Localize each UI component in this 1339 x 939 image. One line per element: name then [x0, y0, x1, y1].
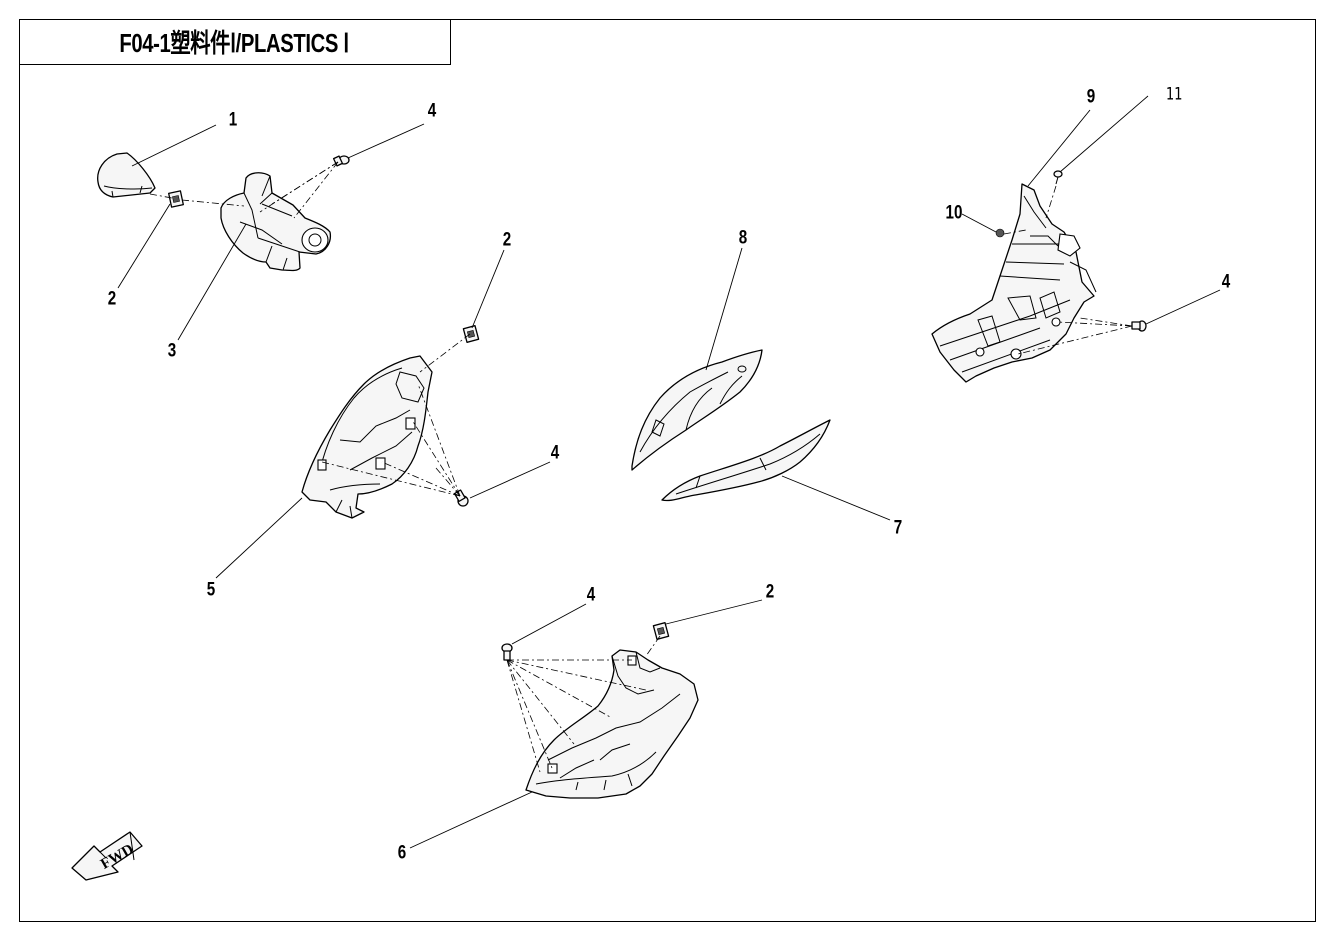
- assembly-lines: [149, 161, 1133, 773]
- callout-4-top: 4: [427, 100, 437, 122]
- part-9-rear-bracket: [931, 183, 1097, 383]
- diagram-title: F04-1塑料件Ⅰ/PLASTICS Ⅰ: [119, 28, 350, 58]
- callout-1: 1: [228, 109, 238, 131]
- callout-4-bottom: 4: [586, 584, 596, 606]
- callout-2-middle: 2: [502, 229, 512, 251]
- callout-9: 9: [1086, 86, 1096, 108]
- part-11-screw: [1053, 170, 1063, 185]
- leader-lines: [117, 95, 1221, 849]
- part-1-cover: [97, 152, 156, 198]
- fwd-arrow-icon: FWD: [71, 831, 143, 881]
- part-2-clip-c: [652, 622, 670, 640]
- part-4-screw-d: [501, 643, 513, 661]
- callout-8: 8: [738, 227, 748, 249]
- part-4-screw-a: [332, 155, 350, 167]
- callout-10: 10: [945, 202, 963, 224]
- part-7-trim-strip: [661, 419, 831, 502]
- callout-11: 11: [1165, 84, 1183, 105]
- part-2-clip-a: [168, 190, 184, 208]
- part-5-inner-panel: [301, 355, 433, 519]
- part-4-screw-c: [1131, 320, 1147, 332]
- part-10-nut: [995, 228, 1005, 238]
- callout-2-top-left: 2: [107, 288, 117, 310]
- callout-3: 3: [167, 340, 177, 362]
- part-6-lower-cowl: [525, 649, 699, 799]
- callout-6: 6: [397, 842, 407, 864]
- drawing-frame: [19, 19, 1316, 922]
- part-3-bracket: [220, 172, 332, 272]
- callout-4-right: 4: [1221, 271, 1231, 293]
- callout-7: 7: [893, 517, 903, 539]
- callout-4-middle: 4: [550, 442, 560, 464]
- callout-2-bottom: 2: [765, 581, 775, 603]
- part-8-side-fairing: [631, 349, 763, 471]
- callout-5: 5: [206, 579, 216, 601]
- title-block: F04-1塑料件Ⅰ/PLASTICS Ⅰ: [19, 19, 451, 65]
- part-2-clip-b: [462, 325, 480, 343]
